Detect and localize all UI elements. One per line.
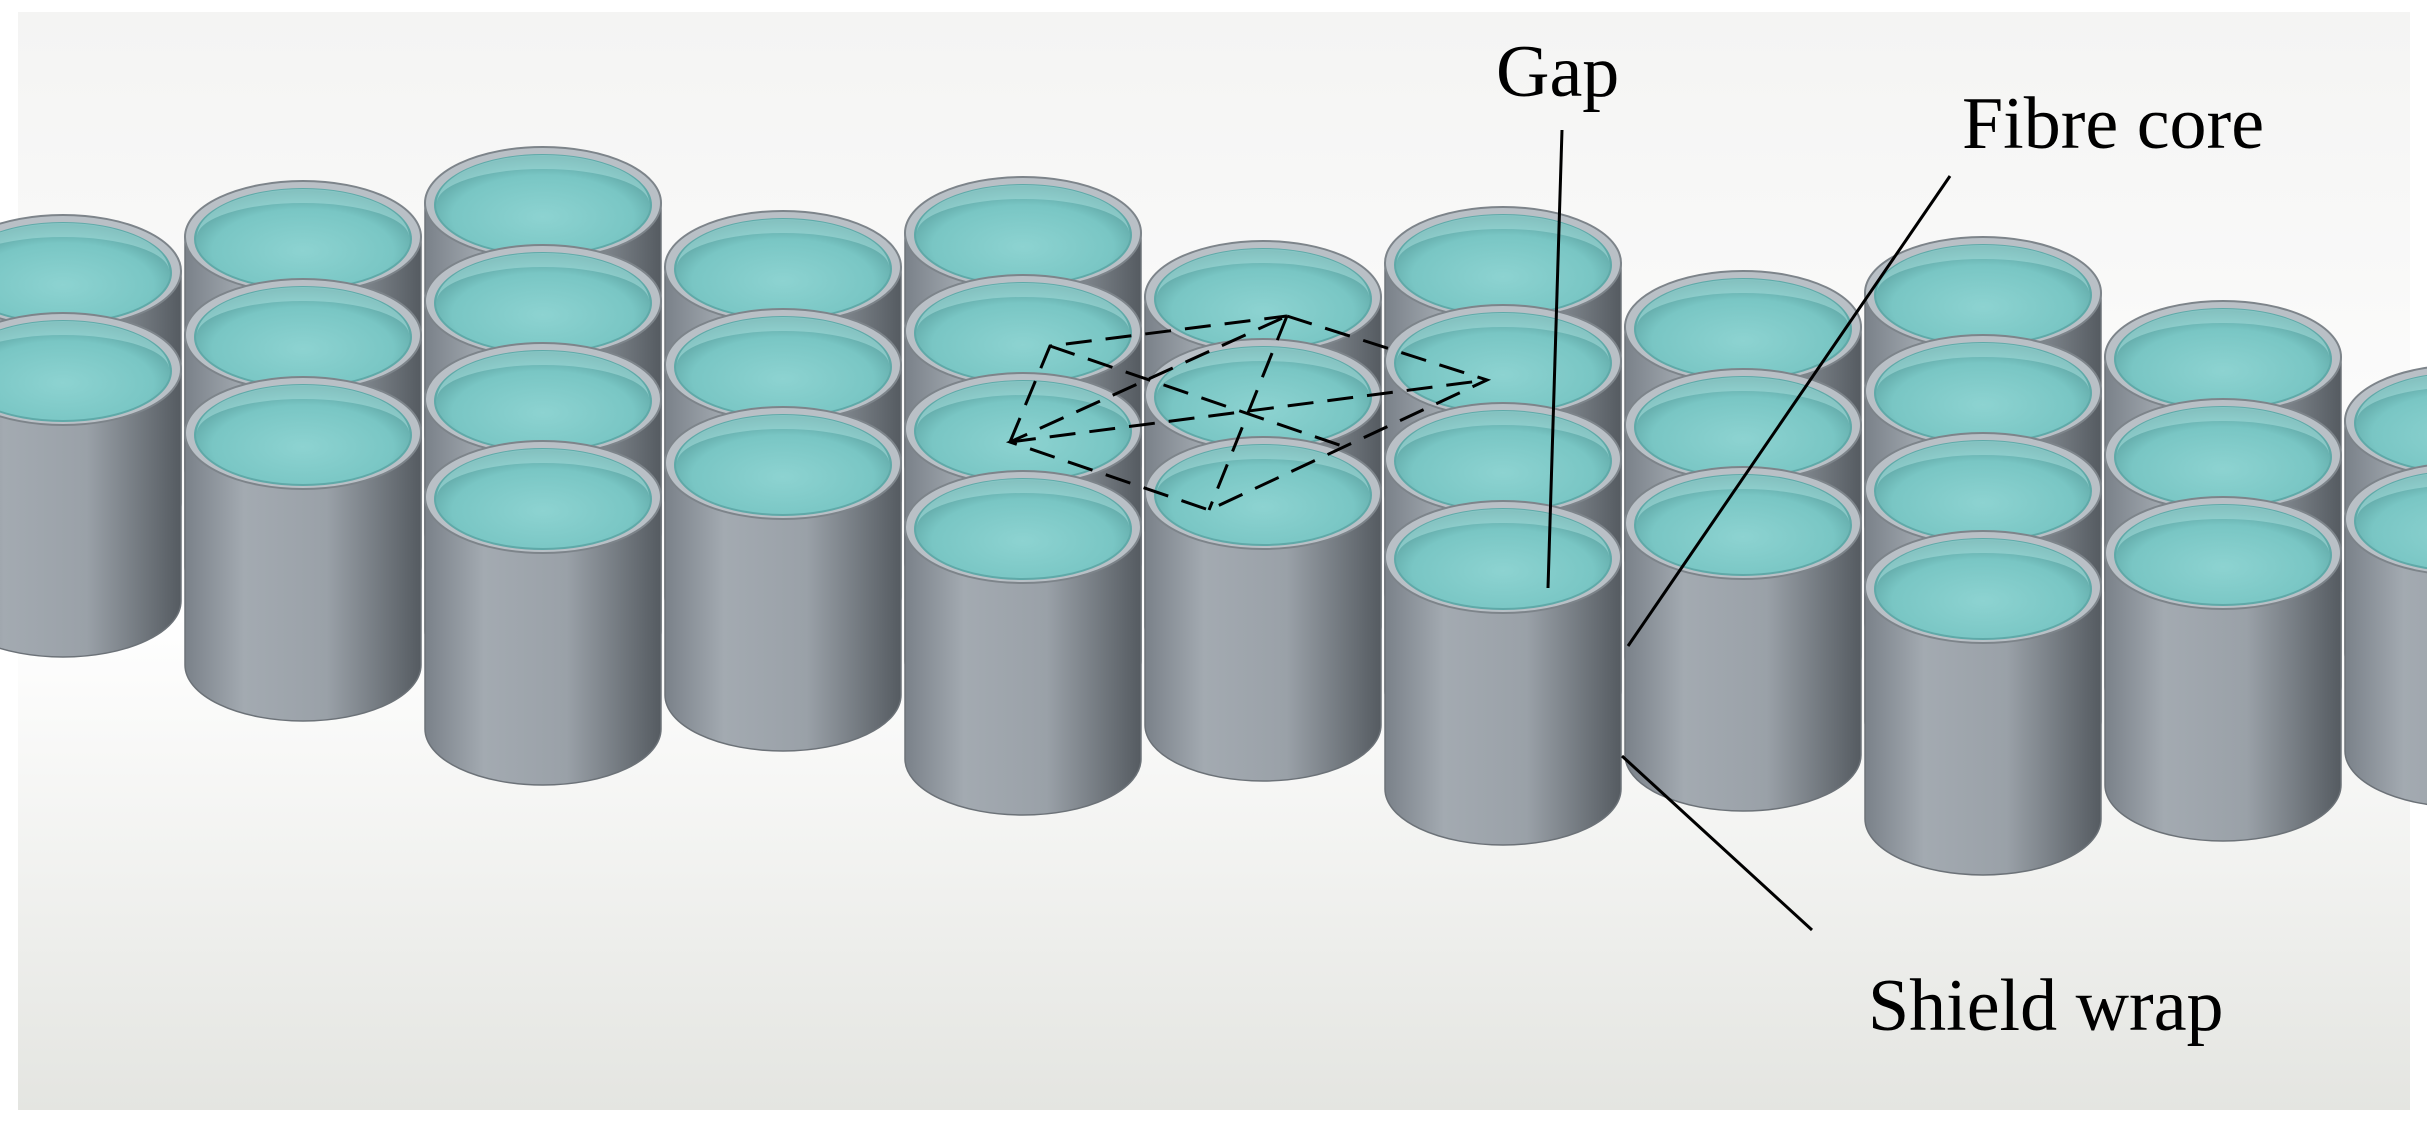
fibre-cylinder (1384, 500, 1622, 846)
fibre-core-inner-wall (1877, 539, 2089, 587)
shield-wrap-body (664, 462, 902, 752)
unit-cell-diagonal (1049, 344, 1349, 450)
fibre-core-inner-wall (1877, 441, 2089, 489)
shield-wrap-label: Shield wrap (1868, 965, 2224, 1047)
fibre-core-inner-wall (437, 449, 649, 497)
fibre-core-leader-line (1626, 175, 1952, 647)
fibre-core-inner-wall (2117, 309, 2329, 357)
gap-label: Gap (1496, 31, 1619, 113)
fibre-core-inner-wall (0, 321, 169, 369)
fibre-core-inner-wall (917, 479, 1129, 527)
shield-wrap-body (1384, 556, 1622, 846)
shield-wrap-body (904, 526, 1142, 816)
fibre-core-inner-wall (1877, 245, 2089, 293)
fibre-core-inner-wall (197, 385, 409, 433)
unit-cell-outline (1005, 314, 1492, 512)
fibre-core-inner-wall (1637, 475, 1849, 523)
fibre-cylinder (664, 406, 902, 752)
fibre-core-inner-wall (1397, 215, 1609, 263)
fibre-core-inner-wall (2357, 473, 2427, 519)
fibre-core-inner-wall (437, 155, 649, 203)
fibre-core-inner-wall (917, 283, 1129, 331)
fibre-core-inner-wall (197, 189, 409, 237)
fibre-core-label: Fibre core (1962, 83, 2264, 165)
fibre-core-inner-wall (2117, 407, 2329, 455)
shield-wrap-body (1624, 522, 1862, 812)
fibre-cylinder (184, 376, 422, 722)
fibre-core-inner-wall (1157, 445, 1369, 493)
fibre-core-inner-wall (2117, 505, 2329, 553)
fibre-core-inner-wall (917, 185, 1129, 233)
fibre-cylinder (2344, 464, 2427, 806)
fibre-core-inner-wall (1397, 509, 1609, 557)
shield-wrap-leader-line (1620, 754, 1814, 932)
fibre-core-inner-wall (1637, 279, 1849, 327)
shield-wrap-body (1144, 492, 1382, 782)
shield-wrap-body (0, 368, 182, 658)
fibre-core-inner-wall (1157, 249, 1369, 297)
fibre-cylinder (1624, 466, 1862, 812)
fibre-core-inner-wall (677, 317, 889, 365)
fibre-core-surface (674, 414, 892, 516)
unit-cell-rhombus (1005, 314, 1492, 512)
shield-wrap-body (184, 432, 422, 722)
fibre-core-inner-wall (677, 219, 889, 267)
fibre-core-surface (1634, 474, 1852, 576)
fibre-cylinder (2104, 496, 2342, 842)
fibre-core-inner-wall (0, 223, 169, 271)
fibre-core-inner-wall (1637, 377, 1849, 425)
fibre-core-inner-wall (197, 287, 409, 335)
fibre-cylinder (1144, 436, 1382, 782)
fibre-core-inner-wall (917, 381, 1129, 429)
annotation-lines (1546, 129, 1952, 932)
fibre-core-inner-wall (1157, 347, 1369, 395)
fibre-cylinders (0, 146, 2427, 876)
shield-wrap-body (1864, 586, 2102, 876)
shield-wrap-body (424, 496, 662, 786)
fibre-cylinder (1864, 530, 2102, 876)
fibre-cylinder (0, 312, 182, 658)
shield-wrap-body (2344, 518, 2427, 806)
fibre-core-inner-wall (437, 351, 649, 399)
fibre-core-inner-wall (2357, 375, 2427, 421)
fibre-core-inner-wall (1397, 411, 1609, 459)
fibre-core-inner-wall (1877, 343, 2089, 391)
gap-leader-line (1546, 129, 1564, 589)
fibre-cylinder (424, 440, 662, 786)
fibre-core-inner-wall (677, 415, 889, 463)
fibre-cylinder (904, 470, 1142, 816)
fibre-core-inner-wall (437, 253, 649, 301)
shield-wrap-body (2104, 552, 2342, 842)
